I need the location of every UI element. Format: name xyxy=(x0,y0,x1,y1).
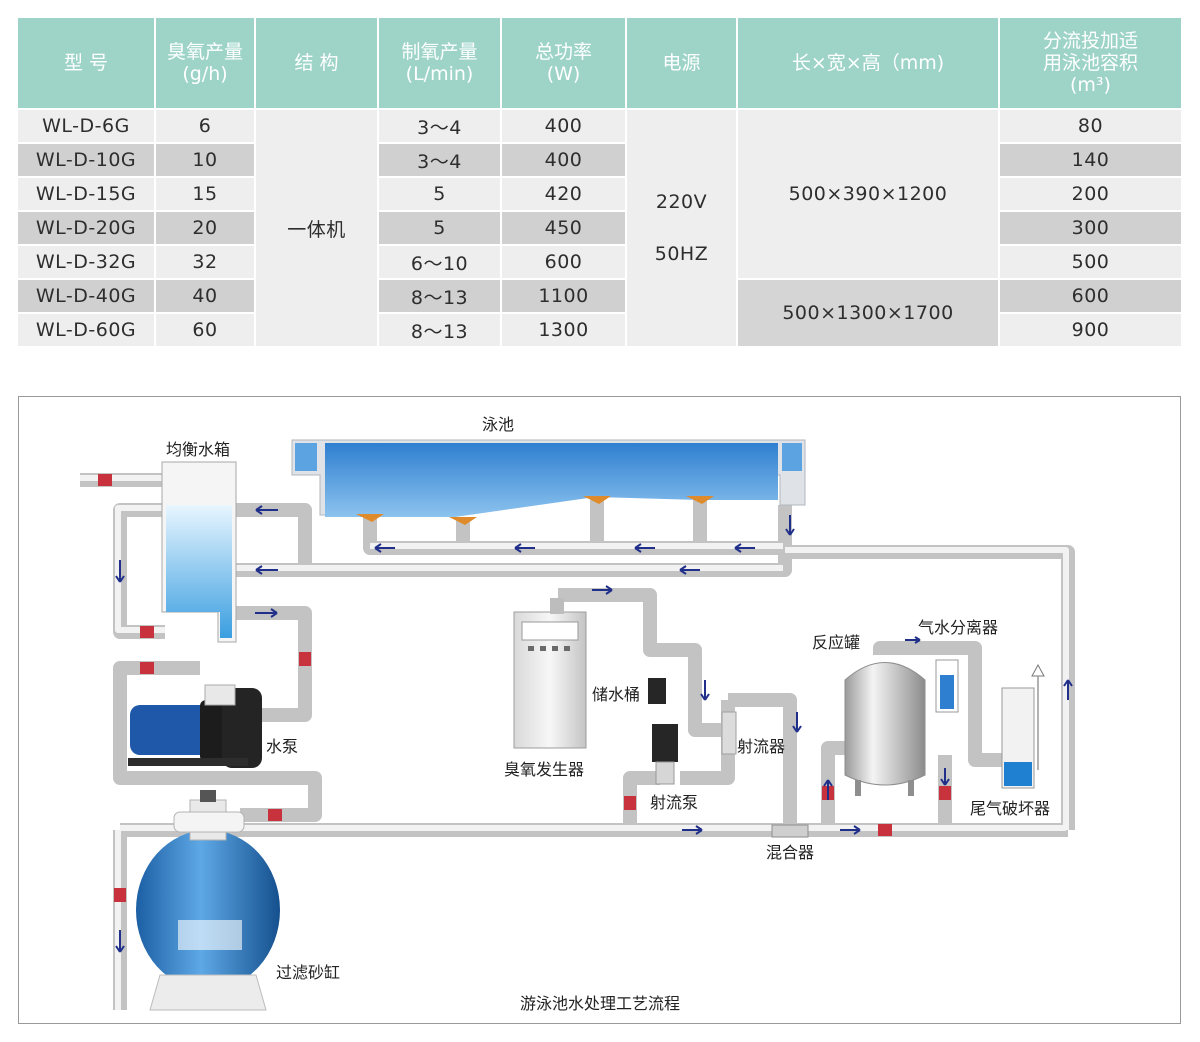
gas-water-separator xyxy=(935,659,959,713)
pool-volume-cell: 600 xyxy=(999,278,1181,313)
mixer xyxy=(771,824,809,838)
model-cell: WL-D-6G xyxy=(18,108,156,143)
label-jet-pump: 射流泵 xyxy=(650,793,698,812)
structure-cell: 一体机 xyxy=(255,108,379,346)
valve-icons xyxy=(98,474,951,902)
ozone-output-cell: 6 xyxy=(155,108,256,143)
oxygen-output-cell: 5 xyxy=(378,176,502,211)
oxygen-output-cell: 3～4 xyxy=(378,142,502,177)
model-cell: WL-D-20G xyxy=(18,210,156,245)
total-power-cell: 400 xyxy=(501,108,627,143)
table-header-row: 型 号 臭氧产量 (g/h) 结 构 制氧产量 (L/min) 总功率 (W) … xyxy=(18,18,1181,109)
flow-arrow-icons xyxy=(115,505,1073,953)
total-power-cell: 600 xyxy=(501,244,627,279)
oxygen-output-cell: 8～13 xyxy=(378,278,502,313)
header-model: 型 号 xyxy=(18,18,156,109)
header-ozone-output: 臭氧产量 (g/h) xyxy=(155,18,256,109)
label-tail-gas-destructor: 尾气破坏器 xyxy=(970,799,1050,818)
table-row: WL-D-6G 6 一体机 3～4 400 220V 50HZ 500×390×… xyxy=(18,108,1181,346)
label-ejector: 射流器 xyxy=(737,737,785,756)
model-cell: WL-D-40G xyxy=(18,278,156,313)
total-power-cell: 1100 xyxy=(501,278,627,313)
pool-volume-cell: 200 xyxy=(999,176,1181,211)
label-pool: 泳池 xyxy=(482,415,514,434)
jet-pump xyxy=(652,724,678,785)
ozone-output-cell: 10 xyxy=(155,142,256,177)
header-power-supply: 电源 xyxy=(626,18,738,109)
table-row: WL-D-10G 10 3～4 400 140 xyxy=(18,142,1181,177)
header-structure: 结 构 xyxy=(255,18,379,109)
ozone-output-cell: 20 xyxy=(155,210,256,245)
pool-volume-cell: 500 xyxy=(999,244,1181,279)
oxygen-output-cell: 5 xyxy=(378,210,502,245)
model-cell: WL-D-32G xyxy=(18,244,156,279)
ozone-generator xyxy=(513,598,587,749)
header-oxygen-output: 制氧产量 (L/min) xyxy=(378,18,502,109)
total-power-cell: 450 xyxy=(501,210,627,245)
spec-table: 型 号 臭氧产量 (g/h) 结 构 制氧产量 (L/min) 总功率 (W) … xyxy=(18,18,1181,346)
oxygen-output-cell: 6～10 xyxy=(378,244,502,279)
total-power-cell: 1300 xyxy=(501,312,627,346)
model-cell: WL-D-10G xyxy=(18,142,156,177)
model-cell: WL-D-15G xyxy=(18,176,156,211)
ozone-output-cell: 32 xyxy=(155,244,256,279)
table-row: WL-D-32G 32 6～10 600 500 xyxy=(18,244,1181,279)
label-ozone-generator: 臭氧发生器 xyxy=(504,760,584,779)
pool-volume-cell: 300 xyxy=(999,210,1181,245)
total-power-cell: 420 xyxy=(501,176,627,211)
header-pool-volume: 分流投加适 用泳池容积 (m³) xyxy=(999,18,1181,109)
tail-gas-destructor xyxy=(1001,663,1045,789)
label-mixer: 混合器 xyxy=(766,843,814,862)
label-filter: 过滤砂缸 xyxy=(276,963,340,982)
pool-drain-icon xyxy=(356,496,714,525)
process-diagram-frame xyxy=(18,396,1181,1024)
diagram-title: 游泳池水处理工艺流程 xyxy=(520,994,680,1013)
ejector xyxy=(721,711,737,755)
dimensions-small-cell: 500×390×1200 xyxy=(737,108,1000,279)
header-total-power: 总功率 (W) xyxy=(501,18,627,109)
storage-bucket xyxy=(648,678,666,704)
label-reaction-tank: 反应罐 xyxy=(812,633,860,652)
ozone-output-cell: 40 xyxy=(155,278,256,313)
header-dimensions: 长×宽×高（mm) xyxy=(737,18,1000,109)
table-row: WL-D-40G 40 8～13 1100 500×1300×1700 600 xyxy=(18,278,1181,346)
table-row: WL-D-20G 20 5 450 300 xyxy=(18,210,1181,245)
pool-volume-cell: 900 xyxy=(999,312,1181,346)
pool-volume-cell: 140 xyxy=(999,142,1181,177)
ozone-output-cell: 15 xyxy=(155,176,256,211)
power-supply-cell: 220V 50HZ xyxy=(626,108,738,346)
label-storage-tank: 储水桶 xyxy=(592,685,640,704)
water-pump xyxy=(128,684,262,768)
oxygen-output-cell: 3～4 xyxy=(378,108,502,143)
balance-tank xyxy=(161,461,237,643)
label-pump: 水泵 xyxy=(266,737,298,756)
label-gas-water-separator: 气水分离器 xyxy=(918,618,998,637)
swimming-pool xyxy=(291,439,806,525)
ozone-output-cell: 60 xyxy=(155,312,256,346)
label-balance-tank: 均衡水箱 xyxy=(166,440,230,459)
dimensions-large-cell: 500×1300×1700 xyxy=(737,278,1000,346)
sand-filter xyxy=(136,790,280,1011)
total-power-cell: 400 xyxy=(501,142,627,177)
table-row: WL-D-15G 15 5 420 200 xyxy=(18,176,1181,211)
oxygen-output-cell: 8～13 xyxy=(378,312,502,346)
model-cell: WL-D-60G xyxy=(18,312,156,346)
table-row: WL-D-60G 60 8～13 1300 900 xyxy=(18,312,1181,346)
reaction-tank xyxy=(844,662,926,796)
pool-volume-cell: 80 xyxy=(999,108,1181,143)
